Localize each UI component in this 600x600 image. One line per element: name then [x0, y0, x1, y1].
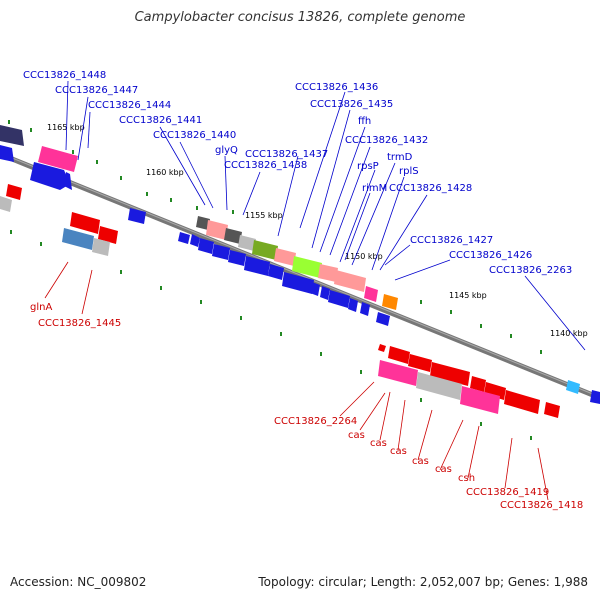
- gene-arrow: [364, 286, 378, 302]
- gene-label: CCC13826_1436: [295, 82, 378, 93]
- kbp-label: 1160 kbp: [146, 168, 184, 177]
- gene-arrow: [224, 228, 242, 244]
- gene-arrow: [64, 172, 72, 190]
- gene-arrow: [190, 234, 200, 247]
- gene-arrow: [198, 238, 214, 254]
- gene-arrow: [30, 162, 70, 190]
- gene-label: CCC13826_1419: [466, 487, 549, 498]
- gene-arrow: [382, 294, 398, 310]
- forward-labels: CCC13826_1448 CCC13826_1447 CCC13826_144…: [23, 70, 572, 276]
- gene-arrow: [360, 302, 370, 316]
- gene-arrow: [408, 354, 432, 372]
- gene-label: CCC13826_1444: [88, 100, 171, 111]
- gene-label: csh: [458, 473, 475, 484]
- gene-arrow: [196, 216, 210, 230]
- gene-label: CCC13826_1445: [38, 318, 121, 329]
- gene-arrow: [238, 235, 256, 251]
- forward-genes: [0, 125, 600, 404]
- gene-label: cas: [390, 446, 407, 457]
- gene-arrow: [0, 145, 14, 162]
- gene-label: CCC13826_1428: [389, 183, 472, 194]
- gene-arrow: [320, 286, 330, 300]
- gene-arrow: [98, 226, 118, 244]
- gene-arrow: [274, 248, 296, 266]
- gene-arrow: [6, 184, 22, 200]
- gene-arrow: [388, 346, 410, 364]
- gene-arrow: [590, 390, 600, 404]
- gene-arrow: [376, 312, 390, 326]
- gene-label: cas: [370, 438, 387, 449]
- gene-arrow: [504, 390, 540, 414]
- position-ticks: [8, 120, 542, 440]
- gene-arrow: [252, 240, 278, 260]
- gene-arrow: [318, 264, 338, 282]
- gene-arrow: [566, 380, 580, 394]
- gene-arrow: [544, 402, 560, 418]
- gene-label: CCC13826_1438: [224, 160, 307, 171]
- gene-arrow: [378, 344, 386, 352]
- genome-title: Campylobacter concisus 13826, complete g…: [134, 10, 466, 25]
- gene-arrow: [416, 372, 462, 400]
- genome-backbone-highlight: [0, 152, 600, 398]
- gene-label: cas: [412, 456, 429, 467]
- gene-label: rpsP: [357, 161, 379, 172]
- kbp-label: 1155 kbp: [245, 211, 283, 220]
- topology-text: Topology: circular; Length: 2,052,007 bp…: [258, 575, 588, 589]
- gene-label: trmD: [387, 152, 413, 163]
- gene-arrow: [378, 360, 418, 386]
- gene-label: ffh: [358, 116, 371, 127]
- reverse-labels: glnA CCC13826_1445 CCC13826_2264 cas cas…: [30, 302, 583, 511]
- gene-label: CCC13826_1426: [449, 250, 532, 261]
- gene-arrow: [334, 270, 366, 292]
- gene-arrow: [310, 282, 320, 296]
- gene-arrow: [92, 238, 110, 256]
- gene-label: rimM: [362, 183, 387, 194]
- gene-arrow: [178, 232, 190, 244]
- gene-label: rplS: [399, 166, 419, 177]
- reverse-leader-lines: [44, 261, 549, 501]
- gene-arrow: [328, 290, 350, 308]
- gene-label: cas: [348, 430, 365, 441]
- kbp-label: 1145 kbp: [449, 291, 487, 300]
- gene-arrow: [0, 196, 12, 212]
- gene-label: glyQ: [215, 145, 238, 156]
- gene-arrow: [70, 212, 100, 234]
- gene-label: CCC13826_1441: [119, 115, 202, 126]
- gene-arrow: [430, 362, 470, 386]
- gene-arrow: [292, 256, 322, 278]
- gene-arrow: [268, 264, 284, 280]
- gene-arrow: [244, 256, 270, 276]
- gene-arrow: [460, 386, 500, 414]
- gene-arrow: [348, 298, 358, 312]
- accession-text: Accession: NC_009802: [10, 575, 147, 589]
- gene-label: CCC13826_1440: [153, 130, 236, 141]
- gene-label: CCC13826_2263: [489, 265, 572, 276]
- kbp-label: 1165 kbp: [47, 123, 85, 132]
- forward-leader-lines: [65, 80, 586, 351]
- gene-arrow: [62, 228, 94, 250]
- gene-label: CCC13826_1432: [345, 135, 428, 146]
- gene-arrow: [206, 220, 228, 240]
- gene-label: CCC13826_2264: [274, 416, 357, 427]
- kbp-label: 1150 kbp: [345, 252, 383, 261]
- gene-label: glnA: [30, 302, 52, 313]
- gene-label: CCC13826_1435: [310, 99, 393, 110]
- gene-arrow: [0, 125, 24, 146]
- gene-arrow: [470, 376, 486, 392]
- gene-arrow: [228, 250, 246, 266]
- gene-label: CCC13826_1447: [55, 85, 138, 96]
- gene-arrow: [282, 272, 314, 294]
- kbp-label: 1140 kbp: [550, 329, 588, 338]
- gene-label: CCC13826_1437: [245, 149, 328, 160]
- gene-arrow: [212, 244, 230, 260]
- gene-label: CCC13826_1448: [23, 70, 106, 81]
- reverse-genes: [62, 212, 560, 418]
- gene-arrow: [38, 146, 78, 172]
- gene-label: CCC13826_1418: [500, 500, 583, 511]
- gene-arrow: [128, 208, 146, 224]
- gene-label: CCC13826_1427: [410, 235, 493, 246]
- genome-backbone: [0, 151, 600, 401]
- gene-label: cas: [435, 464, 452, 475]
